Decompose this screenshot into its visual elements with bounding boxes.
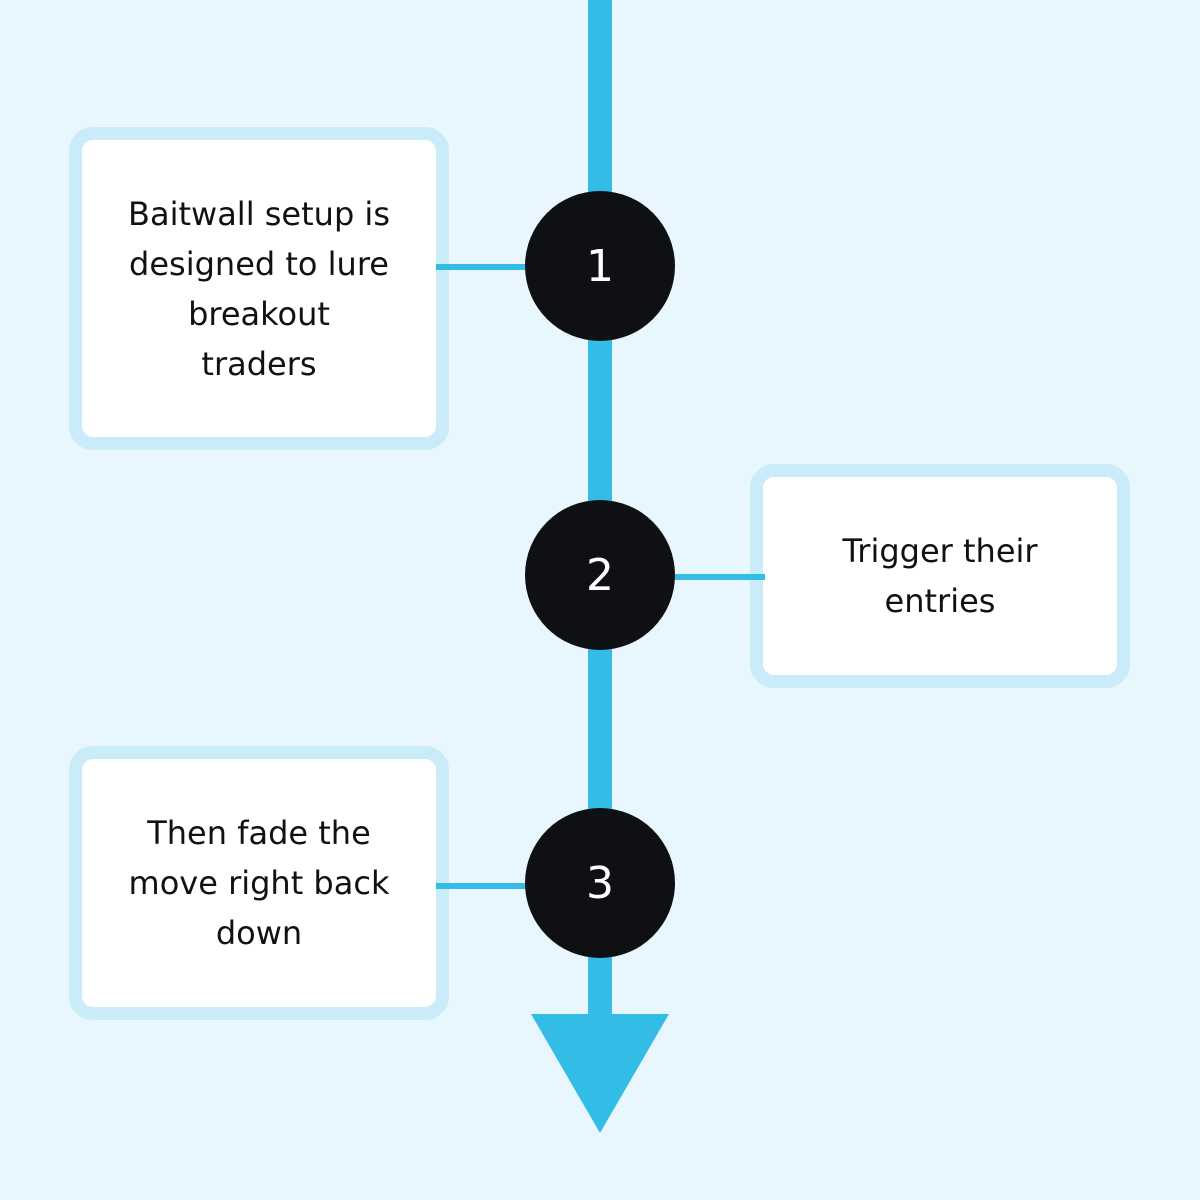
step-3-text: Then fade the move right back down	[128, 814, 390, 952]
arrow-down-icon	[531, 1014, 669, 1133]
step-1-badge: 1	[525, 191, 675, 341]
step-3-connector	[436, 883, 536, 889]
step-2-badge: 2	[525, 500, 675, 650]
step-1-number: 1	[586, 240, 614, 292]
step-2-number: 2	[586, 549, 614, 601]
step-1-text: Baitwall setup is designed to lure break…	[128, 194, 390, 383]
step-2-box: Trigger their entries	[750, 464, 1130, 688]
step-1-box: Baitwall setup is designed to lure break…	[69, 127, 449, 450]
step-3-box: Then fade the move right back down	[69, 746, 449, 1020]
step-3-badge: 3	[525, 808, 675, 958]
step-2-text: Trigger their entries	[842, 532, 1038, 620]
step-2-connector	[665, 574, 765, 580]
step-1-connector	[436, 264, 536, 270]
step-3-number: 3	[586, 857, 614, 909]
